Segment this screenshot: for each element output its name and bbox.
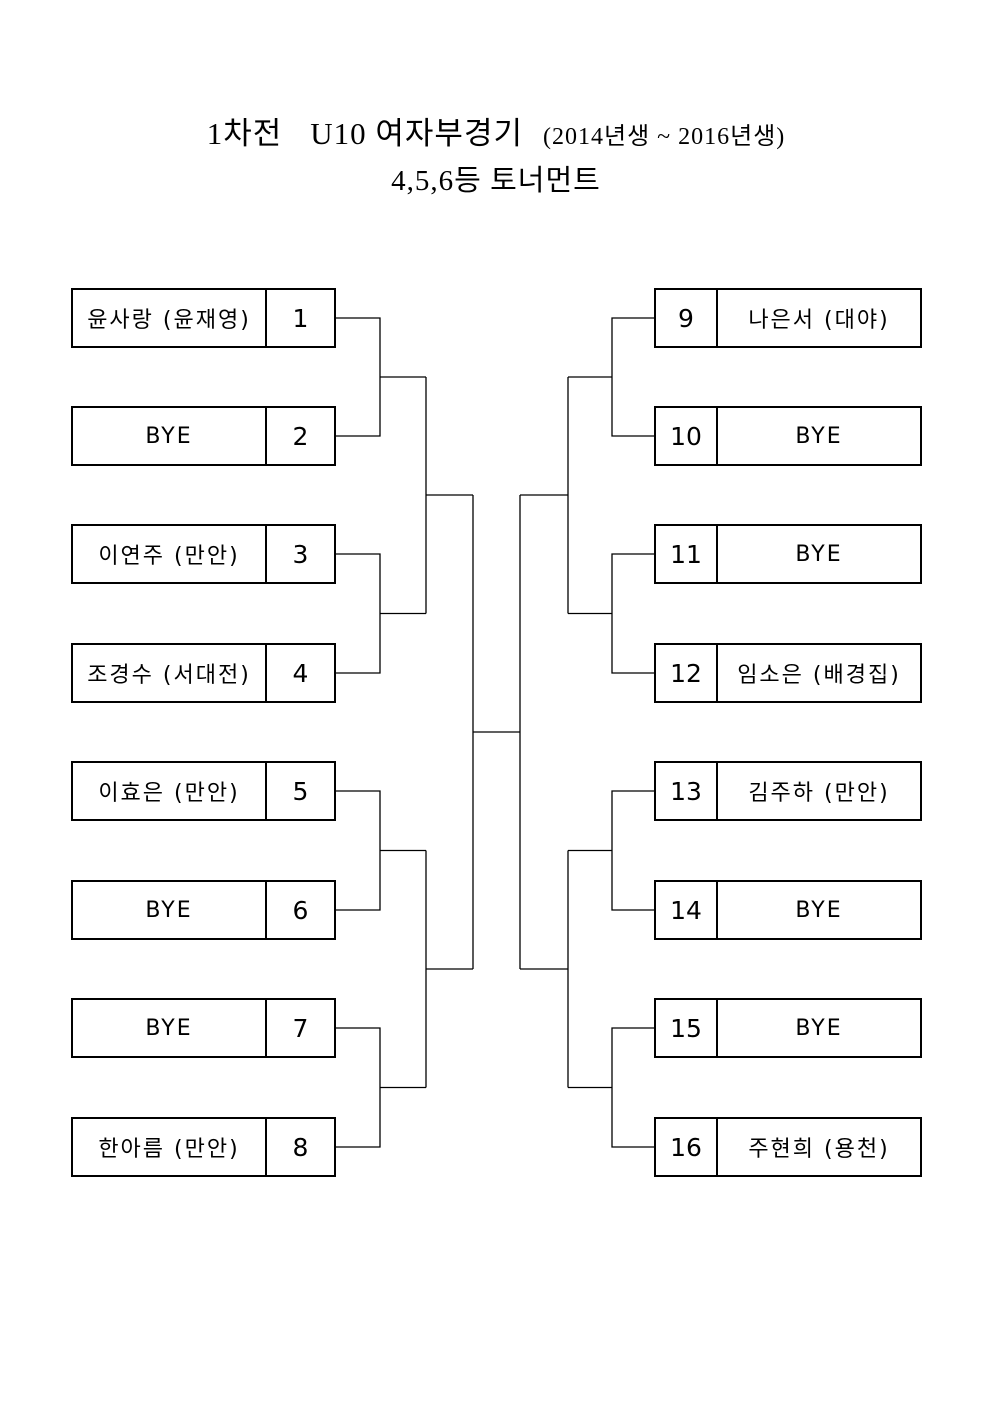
right-connectors xyxy=(519,317,654,1148)
player-name: 이효은 (만안) xyxy=(98,781,240,806)
seed-number: 6 xyxy=(265,882,334,938)
seed-number: 14 xyxy=(656,882,718,938)
seed-number: 1 xyxy=(265,290,334,346)
player-name: BYE xyxy=(795,423,843,449)
player-name: 이연주 (만안) xyxy=(98,544,240,569)
bracket-entry-14: 14 BYE xyxy=(654,880,922,940)
player-name: 한아름 (만안) xyxy=(98,1137,240,1162)
player-name: 윤사랑 (윤재영) xyxy=(87,308,251,333)
bracket-entry-1: 윤사랑 (윤재영) 1 xyxy=(71,288,336,348)
bracket-entry-11: 11 BYE xyxy=(654,524,922,584)
player-name: BYE xyxy=(795,541,843,567)
player-name: BYE xyxy=(795,897,843,923)
player-name: BYE xyxy=(145,897,193,923)
seed-number: 11 xyxy=(656,526,718,582)
bracket-entry-8: 한아름 (만안) 8 xyxy=(71,1117,336,1177)
bracket-entry-13: 13 김주하 (만안) xyxy=(654,761,922,821)
seed-number: 10 xyxy=(656,408,718,464)
title-age-note: (2014년생 ~ 2016년생) xyxy=(543,124,786,150)
page-subtitle: 4,5,6등 토너먼트 xyxy=(391,164,601,197)
seed-number: 13 xyxy=(656,763,718,819)
player-name: 주현희 (용천) xyxy=(748,1137,890,1162)
seed-number: 4 xyxy=(265,645,334,701)
bracket-entry-12: 12 임소은 (배경집) xyxy=(654,643,922,703)
seed-number: 16 xyxy=(656,1119,718,1175)
bracket-entry-7: BYE 7 xyxy=(71,998,336,1058)
seed-number: 5 xyxy=(265,763,334,819)
bracket-entry-4: 조경수 (서대전) 4 xyxy=(71,643,336,703)
bracket-entry-5: 이효은 (만안) 5 xyxy=(71,761,336,821)
seed-number: 7 xyxy=(265,1000,334,1056)
bracket-entry-16: 16 주현희 (용천) xyxy=(654,1117,922,1177)
title-round: 1차전 xyxy=(206,116,283,151)
player-name: 임소은 (배경집) xyxy=(737,663,901,688)
bracket-entry-2: BYE 2 xyxy=(71,406,336,466)
seed-number: 15 xyxy=(656,1000,718,1056)
player-name: 나은서 (대야) xyxy=(748,308,890,333)
player-name: 조경수 (서대전) xyxy=(87,663,251,688)
player-name: BYE xyxy=(145,423,193,449)
player-name: 김주하 (만안) xyxy=(748,781,890,806)
bracket-entry-10: 10 BYE xyxy=(654,406,922,466)
seed-number: 8 xyxy=(265,1119,334,1175)
player-name: BYE xyxy=(145,1015,193,1041)
seed-number: 2 xyxy=(265,408,334,464)
seed-number: 12 xyxy=(656,645,718,701)
left-connectors xyxy=(336,317,474,1148)
page-title-block: 1차전 U10 여자부경기 (2014년생 ~ 2016년생) 4,5,6등 토너먼… xyxy=(0,116,992,198)
bracket-entry-15: 15 BYE xyxy=(654,998,922,1058)
seed-number: 3 xyxy=(265,526,334,582)
page-title: 1차전 U10 여자부경기 (2014년생 ~ 2016년생) xyxy=(0,116,992,152)
title-event: U10 여자부경기 xyxy=(310,116,523,151)
bracket-entry-6: BYE 6 xyxy=(71,880,336,940)
bracket-entry-9: 9 나은서 (대야) xyxy=(654,288,922,348)
bracket-entry-3: 이연주 (만안) 3 xyxy=(71,524,336,584)
seed-number: 9 xyxy=(656,290,718,346)
player-name: BYE xyxy=(795,1015,843,1041)
